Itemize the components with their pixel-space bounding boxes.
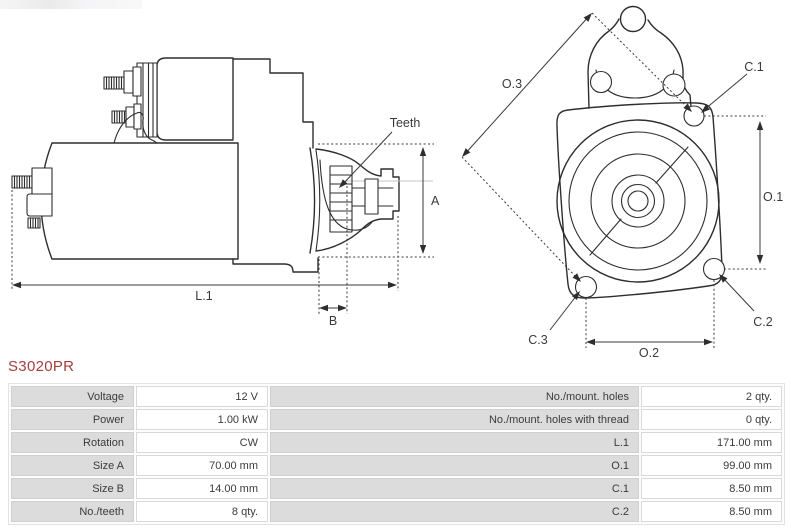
spec-value-cell: 2 qty. [641, 386, 782, 407]
table-row: Size B 14.00 mm C.1 8.50 mm [11, 478, 782, 499]
spec-value-cell: 70.00 mm [136, 455, 268, 476]
spec-value-cell: CW [136, 432, 268, 453]
spec-value-cell: 8 qty. [136, 501, 268, 522]
table-row: No./teeth 8 qty. C.2 8.50 mm [11, 501, 782, 522]
c1-leader-line [703, 73, 748, 111]
side-view-drawing: L.1 A B Teeth [11, 57, 440, 328]
front-view-drawing: O.3 C.1 O.1 C.2 C.3 O.2 [459, 5, 783, 358]
spec-label-cell: No./mount. holes with thread [270, 409, 639, 430]
dimension-label-o3: O.3 [502, 77, 522, 91]
c3-leader-line [549, 294, 578, 331]
dimension-label-b: B [329, 314, 337, 328]
spec-table: Voltage 12 V No./mount. holes 2 qty. Pow… [8, 383, 785, 525]
dimension-line-o3 [463, 14, 591, 156]
spec-label-cell: Voltage [11, 386, 134, 407]
table-row: Rotation CW L.1 171.00 mm [11, 432, 782, 453]
spec-label-cell: Size A [11, 455, 134, 476]
spec-label-cell: C.1 [270, 478, 639, 499]
dimension-label-c3: C.3 [528, 333, 548, 347]
spec-label-cell: O.1 [270, 455, 639, 476]
table-row: Voltage 12 V No./mount. holes 2 qty. [11, 386, 782, 407]
spec-value-cell: 171.00 mm [641, 432, 782, 453]
spec-label-cell: Size B [11, 478, 134, 499]
spec-label-cell: No./teeth [11, 501, 134, 522]
dimension-label-o2: O.2 [639, 346, 659, 358]
dimension-label-c1: C.1 [744, 60, 764, 74]
teeth-label: Teeth [390, 116, 421, 130]
spec-label-cell: C.2 [270, 501, 639, 522]
watermark-fragment [0, 0, 142, 9]
technical-drawings: L.1 A B Teeth [11, 5, 783, 358]
c2-leader-line [721, 276, 755, 312]
spec-value-cell: 1.00 kW [136, 409, 268, 430]
spec-value-cell: 99.00 mm [641, 455, 782, 476]
part-number: S3020PR [8, 358, 75, 375]
spec-label-cell: L.1 [270, 432, 639, 453]
spec-value-cell: 14.00 mm [136, 478, 268, 499]
spec-value-cell: 12 V [136, 386, 268, 407]
dimension-label-o1: O.1 [763, 190, 783, 204]
teeth-leader-line [341, 131, 393, 186]
table-row: Power 1.00 kW No./mount. holes with thre… [11, 409, 782, 430]
spec-label-cell: No./mount. holes [270, 386, 639, 407]
spec-label-cell: Rotation [11, 432, 134, 453]
spec-value-cell: 8.50 mm [641, 478, 782, 499]
spec-value-cell: 8.50 mm [641, 501, 782, 522]
dimension-label-a: A [431, 194, 440, 208]
spec-label-cell: Power [11, 409, 134, 430]
spec-value-cell: 0 qty. [641, 409, 782, 430]
dimension-label-c2: C.2 [753, 315, 773, 329]
table-row: Size A 70.00 mm O.1 99.00 mm [11, 455, 782, 476]
dimension-label-l1: L.1 [195, 289, 212, 303]
